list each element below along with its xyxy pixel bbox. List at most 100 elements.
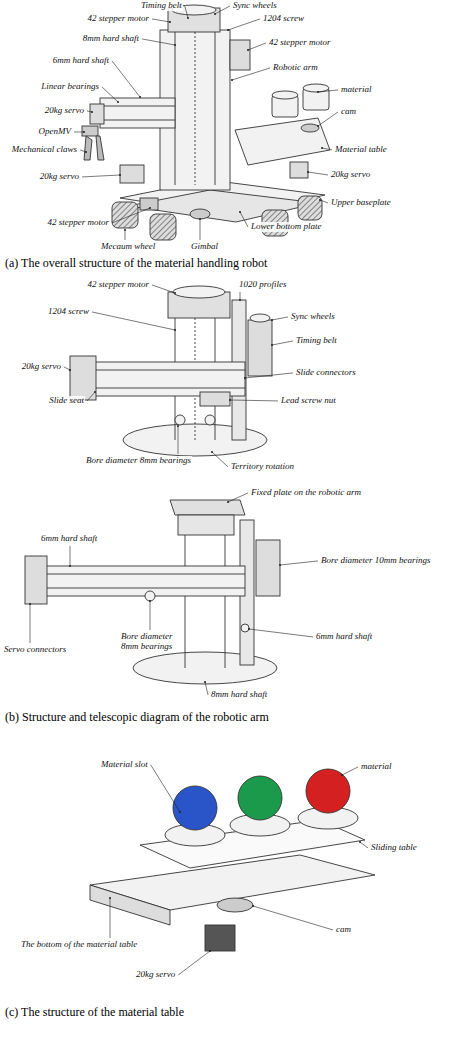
leader-dot — [149, 600, 151, 602]
leader-line — [150, 601, 151, 630]
leader-line — [112, 208, 150, 223]
leader-dot — [91, 111, 93, 113]
leader-line — [318, 112, 338, 126]
part-label: 1020 profiles — [238, 280, 287, 290]
part-label: Material slot — [100, 760, 149, 770]
leader-line — [205, 682, 208, 695]
part-label: Mecaum wheel — [100, 242, 156, 252]
leader-dot — [119, 174, 121, 176]
leader-line — [110, 898, 111, 938]
leader-line — [125, 230, 126, 240]
leader-dot — [319, 199, 321, 201]
leader-line — [151, 765, 180, 812]
leader-line — [212, 452, 228, 467]
leader-line — [240, 212, 248, 227]
leader-dot — [239, 299, 241, 301]
leader-line — [185, 6, 188, 18]
leader-line — [152, 285, 175, 293]
leader-dot — [69, 369, 71, 371]
leader-line — [112, 61, 140, 97]
part-label: The bottom of the material table — [20, 940, 138, 950]
leader-line — [92, 312, 175, 330]
leader-line — [82, 175, 120, 177]
part-label: 20kg servo — [135, 970, 176, 980]
leader-line — [342, 767, 358, 775]
part-label: Robotic arm — [272, 63, 319, 73]
leader-line — [70, 546, 71, 566]
leader-dot — [204, 681, 206, 683]
leader-dot — [279, 564, 281, 566]
leader-dot — [199, 218, 201, 220]
leader-dot — [321, 147, 323, 149]
part-label: Sliding table — [370, 843, 418, 853]
leader-line — [253, 906, 333, 930]
leader-line — [272, 317, 288, 320]
leader-dot — [317, 125, 319, 127]
leader-dot — [174, 329, 176, 331]
leader-line — [228, 19, 260, 30]
leader-dot — [231, 79, 233, 81]
part-label: cam — [340, 107, 357, 117]
figure-caption: (a) The overall structure of the materia… — [5, 256, 267, 271]
leader-dot — [109, 897, 111, 899]
robotic-arm-extended — [25, 500, 280, 684]
figure-caption: (c) The structure of the material table — [5, 1005, 184, 1020]
part-label: 20kg servo — [330, 170, 371, 180]
leader-dot — [94, 391, 96, 393]
leader-dot — [229, 399, 231, 401]
leader-dot — [307, 171, 309, 173]
leader-line — [215, 6, 230, 14]
part-label: 6mm hard shaft — [52, 56, 110, 66]
leader-line — [200, 219, 201, 240]
robotic-arm-assembly — [70, 286, 272, 456]
part-label: Gimbal — [190, 242, 219, 252]
leader-dot — [124, 229, 126, 231]
leader-dot — [209, 950, 211, 952]
leader-line — [87, 111, 92, 112]
leader-dot — [174, 44, 176, 46]
leader-line — [142, 39, 175, 45]
part-label: Fixed plate on the robotic arm — [250, 488, 362, 498]
part-label: 6mm hard shaft — [40, 534, 98, 544]
part-label: Bore diameter 8mm bearings — [120, 632, 184, 652]
part-label: Slide connectors — [295, 368, 357, 378]
leader-line — [308, 172, 328, 175]
part-label: Material table — [334, 145, 388, 155]
part-label: Bore diameter 10mm bearings — [320, 556, 431, 566]
leader-dot — [214, 13, 216, 15]
part-label: 1204 screw — [47, 307, 90, 317]
part-label: 6mm hard shaft — [315, 632, 373, 642]
leader-line — [320, 200, 328, 203]
leader-line — [228, 493, 248, 502]
part-label: cam — [335, 925, 352, 935]
figure-caption: (b) Structure and telescopic diagram of … — [5, 710, 269, 725]
leader-dot — [244, 377, 246, 379]
material-table — [90, 769, 375, 951]
part-label: material — [360, 762, 393, 772]
leader-dot — [341, 774, 343, 776]
leader-dot — [177, 425, 179, 427]
leader-line — [280, 561, 318, 565]
part-label: Upper baseplate — [330, 198, 392, 208]
leader-dot — [85, 151, 87, 153]
part-label: 20kg servo — [44, 106, 85, 116]
leader-dot — [29, 603, 31, 605]
part-label: 8mm hard shaft — [210, 690, 268, 700]
leader-dot — [271, 319, 273, 321]
part-label: Sync wheels — [232, 1, 278, 11]
leader-line — [80, 150, 86, 152]
part-label: Servo connectors — [3, 645, 67, 655]
part-label: material — [340, 85, 373, 95]
leader-line — [178, 951, 210, 975]
leader-dot — [227, 501, 229, 503]
leader-line — [102, 87, 118, 102]
leader-dot — [227, 29, 229, 31]
part-label: Lead screw nut — [280, 396, 337, 406]
leader-line — [64, 367, 70, 370]
part-label: Territory rotation — [230, 462, 295, 472]
part-label: 42 stepper motor — [87, 14, 151, 24]
part-label: OpenMV — [38, 127, 73, 137]
leader-line — [249, 629, 313, 637]
